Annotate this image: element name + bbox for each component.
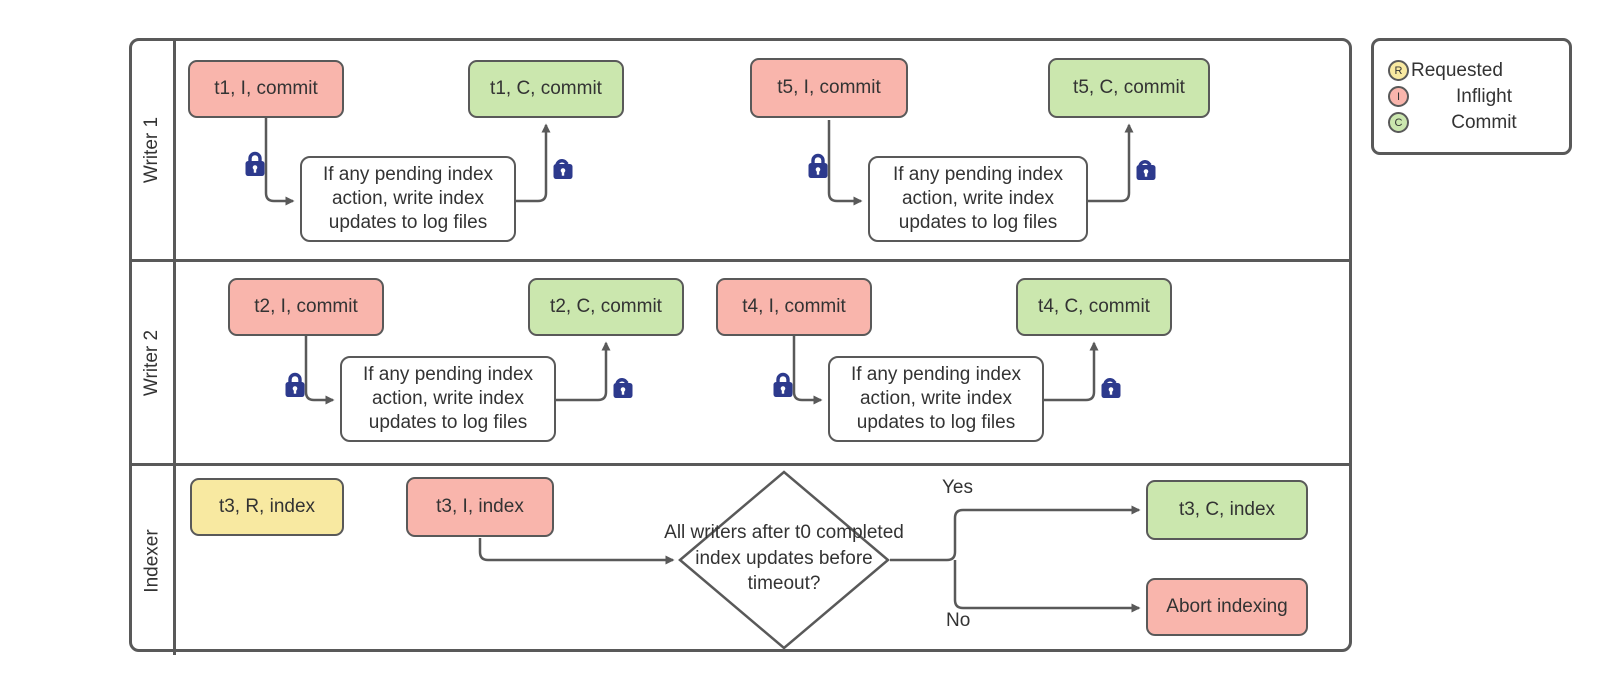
node-t4-inflight-label: t4, I, commit bbox=[742, 295, 846, 317]
node-t2-commit-label: t2, C, commit bbox=[550, 295, 662, 317]
lock-open-icon bbox=[1134, 153, 1158, 182]
lane-writer-2: Writer 2 bbox=[132, 259, 1349, 463]
node-t3-inflight-label: t3, I, index bbox=[436, 495, 524, 517]
node-t4-commit-label: t4, C, commit bbox=[1038, 295, 1150, 317]
node-t1-commit: t1, C, commit bbox=[468, 60, 624, 118]
legend: R Requested I Inflight C Commit bbox=[1371, 38, 1572, 155]
node-t3-requested: t3, R, index bbox=[190, 478, 344, 536]
node-t3-inflight: t3, I, index bbox=[406, 477, 554, 537]
node-t3-requested-label: t3, R, index bbox=[218, 495, 316, 517]
lane-indexer-header: Indexer bbox=[132, 466, 176, 655]
node-t2-inflight-label: t2, I, commit bbox=[254, 295, 358, 317]
lock-open-icon bbox=[611, 371, 635, 400]
node-t1-log-action: If any pending index action, write index… bbox=[300, 156, 516, 242]
node-t2-inflight: t2, I, commit bbox=[228, 278, 384, 336]
legend-item-commit: C Commit bbox=[1388, 112, 1559, 134]
node-t5-log-action-label: If any pending index action, write index… bbox=[892, 163, 1064, 234]
node-t3-commit: t3, C, index bbox=[1146, 480, 1308, 540]
requested-status-icon: R bbox=[1388, 60, 1409, 81]
legend-item-requested: R Requested bbox=[1388, 60, 1559, 82]
node-t5-inflight-label: t5, I, commit bbox=[777, 76, 881, 98]
lock-open-icon bbox=[1099, 371, 1123, 400]
node-t4-commit: t4, C, commit bbox=[1016, 278, 1172, 336]
node-t5-commit: t5, C, commit bbox=[1048, 58, 1210, 118]
lane-indexer-label: Indexer bbox=[141, 528, 163, 593]
node-t2-commit: t2, C, commit bbox=[528, 278, 684, 336]
node-t2-log-action-label: If any pending index action, write index… bbox=[362, 363, 534, 434]
lane-indexer: Indexer bbox=[132, 463, 1349, 655]
lock-closed-icon bbox=[806, 151, 830, 180]
node-t1-commit-label: t1, C, commit bbox=[490, 77, 602, 99]
legend-commit-label: Commit bbox=[1451, 111, 1517, 133]
lock-closed-icon bbox=[243, 149, 267, 178]
decision-label: All writers after t0 completed index upd… bbox=[664, 522, 904, 595]
lane-writer-2-label: Writer 2 bbox=[141, 329, 163, 396]
node-t2-log-action: If any pending index action, write index… bbox=[340, 356, 556, 442]
lock-closed-icon bbox=[771, 370, 795, 399]
legend-item-inflight: I Inflight bbox=[1388, 86, 1559, 108]
lane-writer-1: Writer 1 bbox=[132, 41, 1349, 259]
commit-status-icon: C bbox=[1388, 112, 1409, 133]
lock-open-icon bbox=[551, 152, 575, 181]
node-t4-inflight: t4, I, commit bbox=[716, 278, 872, 336]
lane-writer-2-header: Writer 2 bbox=[132, 262, 176, 463]
inflight-status-icon: I bbox=[1388, 86, 1409, 107]
lane-writer-1-label: Writer 1 bbox=[141, 116, 163, 184]
node-t1-inflight-label: t1, I, commit bbox=[214, 77, 318, 99]
node-t5-inflight: t5, I, commit bbox=[750, 58, 908, 118]
lane-writer-1-header: Writer 1 bbox=[132, 41, 176, 259]
node-t1-inflight: t1, I, commit bbox=[188, 60, 344, 118]
node-t5-commit-label: t5, C, commit bbox=[1073, 76, 1185, 98]
node-t5-log-action: If any pending index action, write index… bbox=[868, 156, 1088, 242]
lock-closed-icon bbox=[283, 370, 307, 399]
decision-no-label: No bbox=[946, 610, 971, 631]
legend-requested-label: Requested bbox=[1411, 59, 1503, 81]
node-t4-log-action: If any pending index action, write index… bbox=[828, 356, 1044, 442]
node-abort-indexing: Abort indexing bbox=[1146, 578, 1308, 636]
node-t3-commit-label: t3, C, index bbox=[1178, 498, 1276, 520]
node-t1-log-action-label: If any pending index action, write index… bbox=[322, 163, 494, 234]
decision-yes-label: Yes bbox=[942, 477, 973, 498]
legend-inflight-label: Inflight bbox=[1456, 85, 1512, 107]
node-abort-indexing-label: Abort indexing bbox=[1166, 595, 1288, 617]
node-t4-log-action-label: If any pending index action, write index… bbox=[850, 363, 1022, 434]
